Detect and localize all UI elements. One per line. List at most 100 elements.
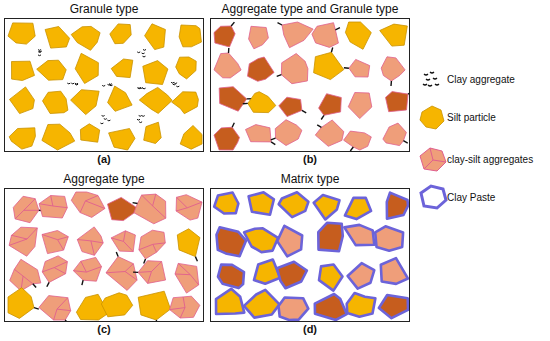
particle-shape — [71, 90, 100, 115]
particle-shape — [39, 296, 71, 320]
panel-illustration — [5, 19, 204, 152]
particle-shape — [39, 196, 67, 219]
particle-shape — [10, 87, 35, 114]
legend-label: Clay Paste — [447, 192, 549, 204]
particle-shape — [348, 263, 375, 288]
particle-shape — [312, 23, 339, 48]
particle-shape — [177, 229, 200, 257]
particle-shape — [246, 125, 272, 142]
particle-shape — [134, 194, 166, 224]
particle-shape — [277, 262, 307, 289]
particle-shape — [319, 265, 343, 291]
aggregate-division — [111, 231, 133, 252]
particle-shape — [214, 53, 241, 78]
aggregate-division — [106, 264, 137, 280]
panel-caption: (d) — [210, 322, 410, 336]
aggregate-division — [77, 240, 103, 256]
crack-mark — [156, 320, 157, 322]
particle-shape — [80, 124, 99, 142]
aggregate-division — [139, 243, 165, 252]
crack-mark — [302, 110, 306, 113]
particle-shape — [175, 263, 199, 293]
silt-particle-icon — [420, 106, 444, 129]
panel-caption: (b) — [210, 152, 410, 166]
particle-shape — [275, 120, 302, 146]
aggregate-division — [42, 262, 67, 274]
particle-shape — [277, 226, 302, 256]
crack-mark — [243, 103, 248, 105]
particle-shape — [143, 61, 168, 85]
clay-aggregate-marks — [102, 84, 112, 86]
particle-shape — [375, 226, 403, 250]
particle-shape — [110, 24, 131, 44]
particle-shape — [75, 53, 98, 83]
crack-mark — [278, 23, 283, 25]
crack-mark — [65, 320, 68, 322]
particle-shape — [13, 196, 39, 222]
particle-shape — [12, 61, 35, 80]
microstructure-panel: Matrix type (d) — [210, 172, 410, 336]
particle-shape — [138, 291, 170, 320]
crack-mark — [47, 282, 49, 286]
particle-shape — [9, 128, 35, 149]
particle-shape — [216, 289, 244, 314]
crack-mark — [335, 28, 340, 30]
crack-mark — [321, 115, 324, 119]
crack-mark — [271, 138, 276, 140]
particle-shape — [314, 52, 344, 79]
particle-shape — [249, 192, 274, 215]
particle-shape — [347, 293, 376, 317]
particle-shape — [108, 86, 133, 111]
particle-shape — [71, 192, 105, 217]
panel-caption: (c) — [4, 322, 204, 336]
clay-aggregate-marks — [137, 88, 145, 89]
panel-frame — [210, 18, 410, 152]
aggregate-division — [142, 194, 166, 218]
particle-shape — [43, 91, 68, 113]
particle-shape — [282, 22, 313, 48]
panel-title: Aggregate type — [4, 172, 204, 186]
legend-label: Silt particle — [447, 112, 549, 124]
particle-shape — [345, 198, 371, 219]
aggregate-division — [42, 235, 68, 251]
aggregate-division — [138, 262, 162, 284]
particle-shape — [386, 92, 409, 112]
particle-shape — [170, 296, 200, 318]
particle-shape — [219, 87, 247, 112]
particle-shape — [10, 259, 41, 291]
particle-shape — [315, 120, 344, 146]
particle-shape — [179, 25, 201, 47]
particle-shape — [139, 230, 165, 259]
particle-shape — [106, 257, 137, 291]
legend-label: clay-silt aggregates — [447, 154, 549, 166]
microstructure-panel: Granule type(a) — [4, 2, 204, 166]
crack-mark — [82, 280, 83, 285]
clay-aggregate-marks — [100, 116, 110, 124]
particle-shape — [214, 193, 238, 214]
panel-title: Matrix type — [210, 172, 410, 186]
particle-shape — [379, 295, 408, 318]
particle-shape — [111, 231, 135, 252]
particle-shape — [42, 256, 67, 283]
crack-mark — [33, 284, 36, 288]
aggregate-division — [54, 298, 71, 320]
particle-shape — [214, 26, 235, 47]
particle-shape — [254, 260, 280, 284]
particle-shape — [383, 123, 407, 146]
panel-frame — [4, 188, 204, 322]
particle-shape — [279, 97, 302, 116]
particle-shape — [8, 288, 34, 319]
panel-illustration — [5, 189, 204, 322]
clay-aggregate-icon — [423, 72, 439, 86]
panel-title: Granule type — [4, 2, 204, 16]
particle-shape — [345, 22, 371, 49]
crack-mark — [344, 67, 349, 69]
aggregate-division — [73, 261, 101, 272]
crack-mark — [133, 271, 138, 273]
particle-shape — [139, 87, 172, 113]
crack-mark — [231, 22, 234, 26]
particle-shape — [248, 92, 276, 113]
particle-shape — [319, 94, 342, 116]
particle-shape — [217, 227, 247, 256]
particle-shape — [279, 192, 309, 217]
